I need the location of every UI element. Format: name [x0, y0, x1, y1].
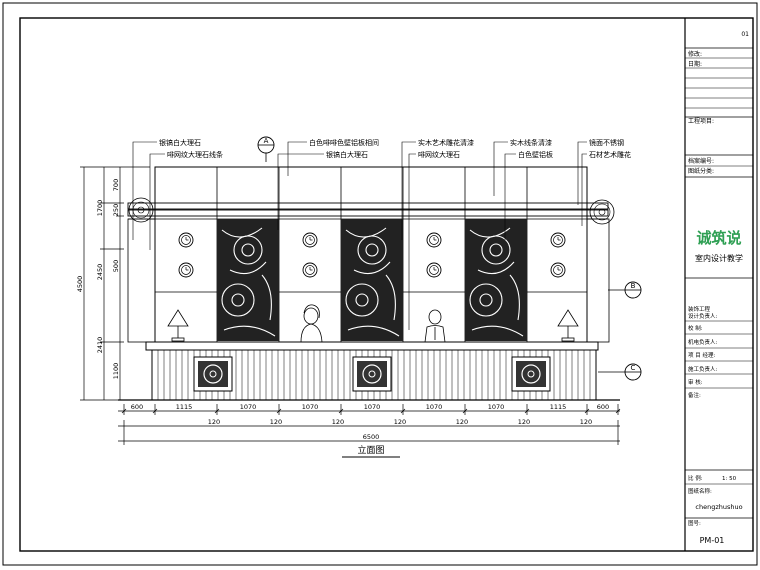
drawing-caption: 立面图	[342, 444, 400, 458]
tb-scale-value: 1: 50	[722, 476, 737, 482]
tb-row-revise: 修改:	[688, 50, 702, 58]
dim-total-width: 6500	[363, 433, 380, 441]
logo-subtitle: 室内设计教学	[695, 253, 743, 263]
receptionist-female	[300, 304, 323, 343]
dim-segment: 1070	[426, 403, 443, 411]
dim-left-inner-1: 700	[112, 179, 120, 191]
callout-right1-1: 实木线条清漆	[510, 138, 552, 147]
callout-right1-2: 白色壁铝板	[518, 150, 553, 159]
cornice-band-lower	[127, 209, 609, 217]
tb-row-decoration: 装饰工程	[688, 305, 711, 313]
sheet-number-top: 01	[741, 31, 749, 38]
svg-text:C: C	[631, 364, 636, 372]
caption-text: 立面图	[357, 444, 384, 456]
dim-segment: 600	[131, 403, 143, 411]
section-marker-a: A	[257, 136, 275, 162]
carved-panel-2	[341, 219, 403, 341]
left-pilaster	[127, 218, 156, 343]
section-marker-b: B	[608, 281, 642, 299]
dim-segment: 1070	[488, 403, 505, 411]
tb-row-mep-lead: 机电负责人:	[688, 338, 718, 346]
title-block: 01 修改: 日期: 工程项目: 档案编号: 图纸分类: 诚筑说 室内设计教学 …	[685, 31, 753, 545]
receptionist-male	[424, 309, 446, 343]
dim-gap: 120	[580, 418, 592, 426]
drawing-frame	[19, 17, 754, 552]
dim-total-height: 4500	[76, 276, 84, 293]
tb-drawing-no: PM-01	[700, 536, 725, 545]
dim-left-outer-1: 1700	[96, 200, 104, 217]
tb-scale-label: 比 例:	[688, 474, 703, 482]
tb-drawing-name: chengzhushuo	[695, 503, 742, 511]
dim-segment: 1070	[302, 403, 319, 411]
callout-left-2: 啡网纹大理石线条	[167, 150, 223, 159]
clock-icon	[178, 232, 194, 248]
dim-gap: 120	[332, 418, 344, 426]
tb-row-notes: 备注:	[688, 391, 701, 399]
tb-row-construction-lead: 施工负责人:	[688, 365, 718, 373]
clock-icon	[426, 232, 442, 248]
dim-gap: 120	[270, 418, 282, 426]
clock-icon	[426, 262, 442, 278]
counter-carving-right	[511, 356, 551, 392]
bottom-dimensions: 600 1115 1070 1070 1070 1070 1070 1115 600 120 12…	[118, 403, 621, 445]
dim-gap: 120	[208, 418, 220, 426]
clock-icon	[178, 262, 194, 278]
dim-segment: 600	[597, 403, 609, 411]
callout-mid-2: 啡网纹大理石	[418, 150, 460, 159]
dim-left-inner-4: 1100	[112, 363, 120, 380]
dim-gap: 120	[518, 418, 530, 426]
clock-icon	[550, 232, 566, 248]
dim-left-outer-2: 2450	[96, 264, 104, 281]
counter-carving-center	[352, 356, 392, 392]
clock-icon	[550, 262, 566, 278]
tb-row-pm: 项 目 经理:	[688, 351, 715, 359]
counter-carving-left	[193, 356, 233, 392]
dim-gap: 120	[456, 418, 468, 426]
svg-text:A: A	[264, 137, 269, 145]
section-marker-c: C	[598, 363, 642, 381]
callout-right2-1: 镜面不锈钢	[589, 138, 624, 147]
dim-left-inner-2: 250	[112, 204, 120, 216]
callout-mid-1: 实木艺术雕花清漆	[418, 138, 474, 147]
clock-icon	[302, 232, 318, 248]
tb-file-no: 档案编号:	[688, 157, 714, 165]
callout-left-1: 银镐白大理石	[159, 138, 201, 147]
tb-row-date: 日期:	[688, 60, 702, 68]
right-medallion	[589, 199, 615, 225]
cornice-band-upper	[127, 202, 609, 210]
dim-gap: 120	[394, 418, 406, 426]
company-logo: 诚筑说 室内设计教学	[695, 229, 743, 263]
tb-row-checker: 校 制:	[688, 324, 703, 332]
dim-left-inner-3: 500	[112, 260, 120, 272]
tb-row-design-lead: 设计负责人:	[688, 312, 718, 320]
tb-drawing-no-label: 图号:	[688, 519, 701, 527]
logo-wordmark: 诚筑说	[696, 229, 741, 247]
elevation	[118, 166, 620, 401]
right-pilaster	[586, 218, 610, 343]
callout-right2-2: 石材艺术雕花	[589, 150, 631, 159]
carved-panel-1	[217, 219, 279, 341]
callout-center-1: 白色啡啡色壁铝板相间	[309, 138, 379, 147]
svg-text:B: B	[631, 282, 636, 290]
dim-left-outer-3: 2410	[96, 337, 104, 354]
dim-segment: 1115	[176, 403, 193, 411]
tb-drawing-name-label: 图纸名称:	[688, 487, 712, 495]
tb-row-review: 审 核:	[688, 378, 703, 386]
dim-segment: 1115	[550, 403, 567, 411]
dim-segment: 1070	[240, 403, 257, 411]
dim-segment: 1070	[364, 403, 381, 411]
carved-panel-3	[465, 219, 527, 341]
world-clocks	[178, 232, 566, 278]
clock-icon	[302, 262, 318, 278]
left-dimensions: 4500 1700 2450 2410 700 250 500 1100	[76, 166, 150, 401]
tb-drawing-category: 图纸分类:	[688, 167, 714, 175]
tb-project: 工程项目:	[688, 117, 714, 125]
material-callouts: 银镐白大理石 啡网纹大理石线条 白色啡啡色壁铝板相间 银镐白大理石 实木艺术雕花…	[132, 138, 631, 330]
callout-center-2: 银镐白大理石	[326, 150, 368, 159]
left-table-lamp	[167, 309, 189, 342]
reception-counter	[145, 341, 599, 401]
right-table-lamp	[557, 309, 579, 342]
